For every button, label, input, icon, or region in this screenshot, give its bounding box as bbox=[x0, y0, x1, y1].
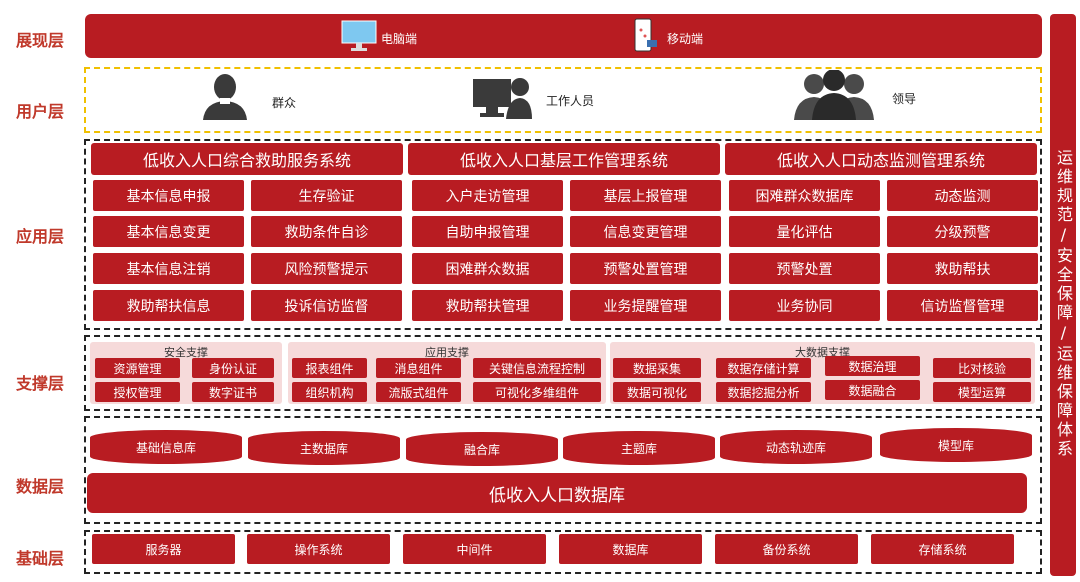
support-item[interactable]: 数据挖掘分析 bbox=[716, 382, 811, 402]
main-database-bar[interactable]: 低收入人口数据库 bbox=[87, 473, 1027, 513]
database-cylinder[interactable]: 基础信息库 bbox=[90, 430, 242, 464]
user-layer-box bbox=[84, 67, 1042, 133]
app-item[interactable]: 基层上报管理 bbox=[570, 180, 721, 211]
app-item[interactable]: 业务协同 bbox=[729, 290, 880, 321]
infrastructure-layer-box bbox=[84, 530, 1042, 574]
app-item[interactable]: 自助申报管理 bbox=[412, 216, 563, 247]
presentation-bar: 电脑端 移动端 bbox=[85, 14, 1042, 58]
infra-item[interactable]: 中间件 bbox=[403, 534, 546, 564]
system-title-monitoring[interactable]: 低收入人口动态监测管理系统 bbox=[725, 143, 1037, 175]
support-item[interactable]: 模型运算 bbox=[933, 382, 1031, 402]
support-layer-box bbox=[84, 335, 1042, 411]
app-item[interactable]: 基本信息申报 bbox=[93, 180, 244, 211]
database-cylinder[interactable]: 主数据库 bbox=[248, 431, 400, 465]
ops-side-bar-label: 运维规范/安全保障/运维保障体系 bbox=[1054, 149, 1073, 459]
support-item[interactable]: 可视化多维组件 bbox=[473, 382, 601, 402]
database-cylinder[interactable]: 模型库 bbox=[880, 428, 1032, 462]
app-item[interactable]: 量化评估 bbox=[729, 216, 880, 247]
app-item[interactable]: 分级预警 bbox=[887, 216, 1038, 247]
infra-item[interactable]: 服务器 bbox=[92, 534, 235, 564]
app-item[interactable]: 入户走访管理 bbox=[412, 180, 563, 211]
infra-item[interactable]: 操作系统 bbox=[247, 534, 390, 564]
app-item[interactable]: 信访监督管理 bbox=[887, 290, 1038, 321]
desktop-icon bbox=[341, 20, 377, 51]
app-item[interactable]: 投诉信访监督 bbox=[251, 290, 402, 321]
app-item[interactable]: 信息变更管理 bbox=[570, 216, 721, 247]
app-item[interactable]: 救助条件自诊 bbox=[251, 216, 402, 247]
staff-label: 工作人员 bbox=[546, 94, 595, 108]
app-item[interactable]: 困难群众数据 bbox=[412, 253, 563, 284]
support-item[interactable]: 数据可视化 bbox=[613, 382, 701, 402]
layer-label-support: 支撑层 bbox=[15, 374, 64, 393]
app-item[interactable]: 生存验证 bbox=[251, 180, 402, 211]
layer-label-application: 应用层 bbox=[15, 227, 64, 246]
security-support-title: 安全支撑 bbox=[164, 346, 208, 359]
support-item[interactable]: 消息组件 bbox=[376, 358, 461, 378]
app-item[interactable]: 预警处置 bbox=[729, 253, 880, 284]
database-cylinder[interactable]: 主题库 bbox=[563, 431, 715, 465]
app-item[interactable]: 困难群众数据库 bbox=[729, 180, 880, 211]
app-item[interactable]: 动态监测 bbox=[887, 180, 1038, 211]
layer-label-presentation: 展现层 bbox=[15, 31, 64, 50]
leader-label: 领导 bbox=[892, 92, 917, 106]
support-item[interactable]: 比对核验 bbox=[933, 358, 1031, 378]
app-item[interactable]: 救助帮扶信息 bbox=[93, 290, 244, 321]
leader-icon bbox=[792, 69, 876, 120]
support-item[interactable]: 报表组件 bbox=[292, 358, 367, 378]
staff-icon bbox=[472, 75, 532, 121]
database-cylinder[interactable]: 融合库 bbox=[406, 432, 558, 466]
mobile-icon bbox=[633, 18, 657, 54]
layer-label-data: 数据层 bbox=[15, 477, 64, 496]
support-item[interactable]: 数据治理 bbox=[825, 356, 920, 376]
support-item[interactable]: 流版式组件 bbox=[376, 382, 461, 402]
layer-label-user: 用户层 bbox=[15, 102, 64, 121]
app-item[interactable]: 基本信息变更 bbox=[93, 216, 244, 247]
app-item[interactable]: 业务提醒管理 bbox=[570, 290, 721, 321]
database-cylinder[interactable]: 动态轨迹库 bbox=[720, 430, 872, 464]
support-item[interactable]: 身份认证 bbox=[192, 358, 274, 378]
bigdata-support-title: 大数据支撑 bbox=[795, 346, 850, 359]
masses-icon bbox=[200, 72, 250, 122]
support-item[interactable]: 关键信息流程控制 bbox=[473, 358, 601, 378]
application-layer-box bbox=[84, 139, 1042, 330]
support-item[interactable]: 资源管理 bbox=[95, 358, 180, 378]
mobile-label: 移动端 bbox=[667, 32, 704, 46]
app-item[interactable]: 基本信息注销 bbox=[93, 253, 244, 284]
app-item[interactable]: 救助帮扶 bbox=[887, 253, 1038, 284]
support-item[interactable]: 数据融合 bbox=[825, 380, 920, 400]
app-support-title: 应用支撑 bbox=[425, 346, 469, 359]
infra-item[interactable]: 存储系统 bbox=[871, 534, 1014, 564]
support-item[interactable]: 授权管理 bbox=[95, 382, 180, 402]
data-layer-box bbox=[84, 416, 1042, 524]
app-item[interactable]: 救助帮扶管理 bbox=[412, 290, 563, 321]
app-item[interactable]: 预警处置管理 bbox=[570, 253, 721, 284]
infra-item[interactable]: 备份系统 bbox=[715, 534, 858, 564]
support-item[interactable]: 数据存储计算 bbox=[716, 358, 811, 378]
system-title-grassroots[interactable]: 低收入人口基层工作管理系统 bbox=[408, 143, 720, 175]
support-item[interactable]: 组织机构 bbox=[292, 382, 367, 402]
support-item[interactable]: 数据采集 bbox=[613, 358, 701, 378]
layer-label-infrastructure: 基础层 bbox=[15, 549, 64, 568]
support-item[interactable]: 数字证书 bbox=[192, 382, 274, 402]
infra-item[interactable]: 数据库 bbox=[559, 534, 702, 564]
system-title-relief[interactable]: 低收入人口综合救助服务系统 bbox=[91, 143, 403, 175]
masses-label: 群众 bbox=[272, 96, 297, 110]
app-item[interactable]: 风险预警提示 bbox=[251, 253, 402, 284]
ops-side-bar: 运维规范/安全保障/运维保障体系 bbox=[1050, 14, 1076, 576]
pc-label: 电脑端 bbox=[381, 32, 418, 46]
